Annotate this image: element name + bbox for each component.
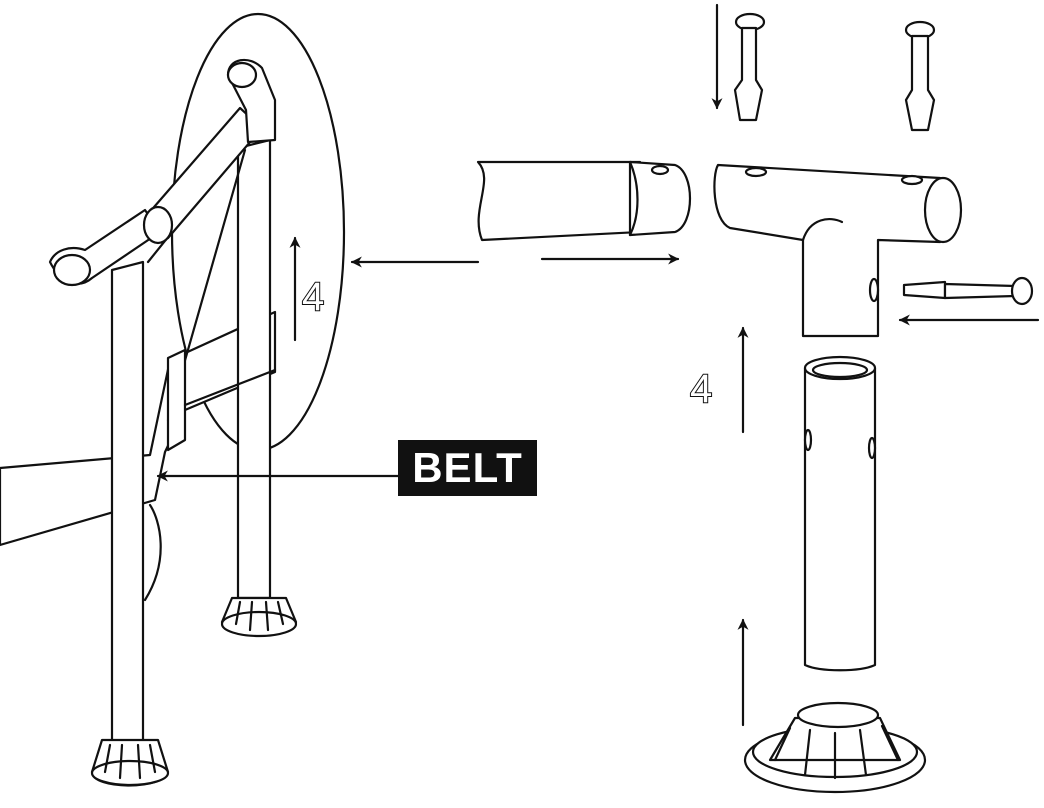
back-post (236, 138, 272, 600)
vertical-tube (803, 366, 877, 672)
step-number-left: 4 (302, 275, 324, 319)
right-exploded-view: 4 (476, 3, 1040, 794)
pin-top-right (904, 20, 936, 132)
front-post (110, 260, 145, 757)
base-foot (743, 701, 927, 794)
horizontal-tube (476, 160, 642, 242)
pin-side (898, 276, 1040, 326)
belt-band (0, 310, 277, 547)
t-connector (713, 163, 957, 338)
step-number-right: 4 (690, 367, 712, 411)
pin-top-left (711, 3, 766, 122)
belt-label: BELT (398, 440, 537, 496)
belt-wrap (166, 348, 187, 452)
right-foot (220, 596, 298, 638)
left-foot (90, 738, 170, 787)
left-frame-assembly: 4 (0, 12, 346, 787)
